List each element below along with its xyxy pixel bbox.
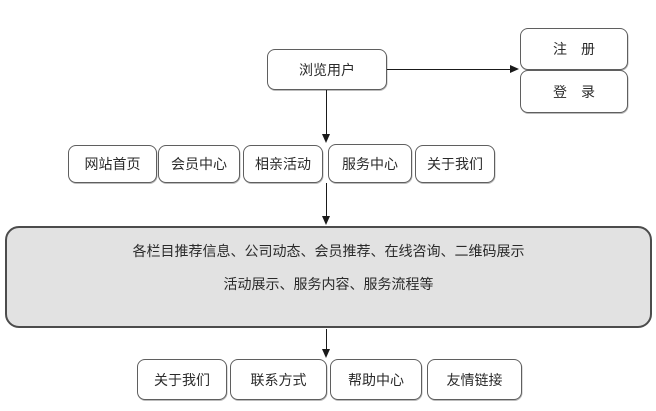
node-nav-dating-activities: 相亲活动 [243,145,323,183]
arrow-shaft [326,90,327,135]
node-browse-user-label: 浏览用户 [299,61,355,78]
content-line-2: 活动展示、服务内容、服务流程等 [223,276,434,292]
node-footer-help-center-label: 帮助中心 [348,371,404,388]
node-nav-dating-activities-label: 相亲活动 [255,156,311,172]
arrow-shaft [387,69,511,70]
node-footer-about-us: 关于我们 [137,359,227,400]
node-login: 登 录 [520,70,628,113]
arrow-down-icon [322,216,330,225]
arrow-browse-to-nav [322,90,331,143]
arrow-nav-to-content [322,183,331,225]
node-footer-links-label: 友情链接 [446,371,503,388]
node-nav-member-center-label: 会员中心 [171,156,227,172]
arrow-shaft [326,183,327,217]
arrow-right-icon [510,65,519,73]
node-footer-help-center: 帮助中心 [330,359,422,400]
arrow-down-icon [322,349,330,358]
node-login-label: 登 录 [553,83,595,100]
node-footer-links: 友情链接 [427,359,522,400]
arrow-down-icon [322,134,330,143]
arrow-browse-to-auth [387,65,519,74]
node-footer-about-us-label: 关于我们 [154,371,210,388]
node-footer-contact: 联系方式 [230,359,327,400]
node-register-label: 注 册 [553,41,595,57]
node-register: 注 册 [520,28,628,70]
node-nav-service-center-label: 服务中心 [342,155,398,172]
node-footer-contact-label: 联系方式 [250,371,307,388]
node-nav-member-center: 会员中心 [158,145,240,183]
node-nav-home: 网站首页 [68,145,157,183]
node-browse-user: 浏览用户 [267,49,387,90]
node-nav-service-center: 服务中心 [328,144,412,183]
node-nav-home-label: 网站首页 [84,156,141,172]
arrow-shaft [326,329,327,350]
content-panel: 各栏目推荐信息、公司动态、会员推荐、在线咨询、二维码展示 活动展示、服务内容、服… [5,226,652,328]
arrow-content-to-footer [322,329,331,358]
node-nav-about-us: 关于我们 [415,145,495,183]
node-nav-about-us-label: 关于我们 [427,156,483,172]
content-line-1: 各栏目推荐信息、公司动态、会员推荐、在线咨询、二维码展示 [132,243,525,259]
